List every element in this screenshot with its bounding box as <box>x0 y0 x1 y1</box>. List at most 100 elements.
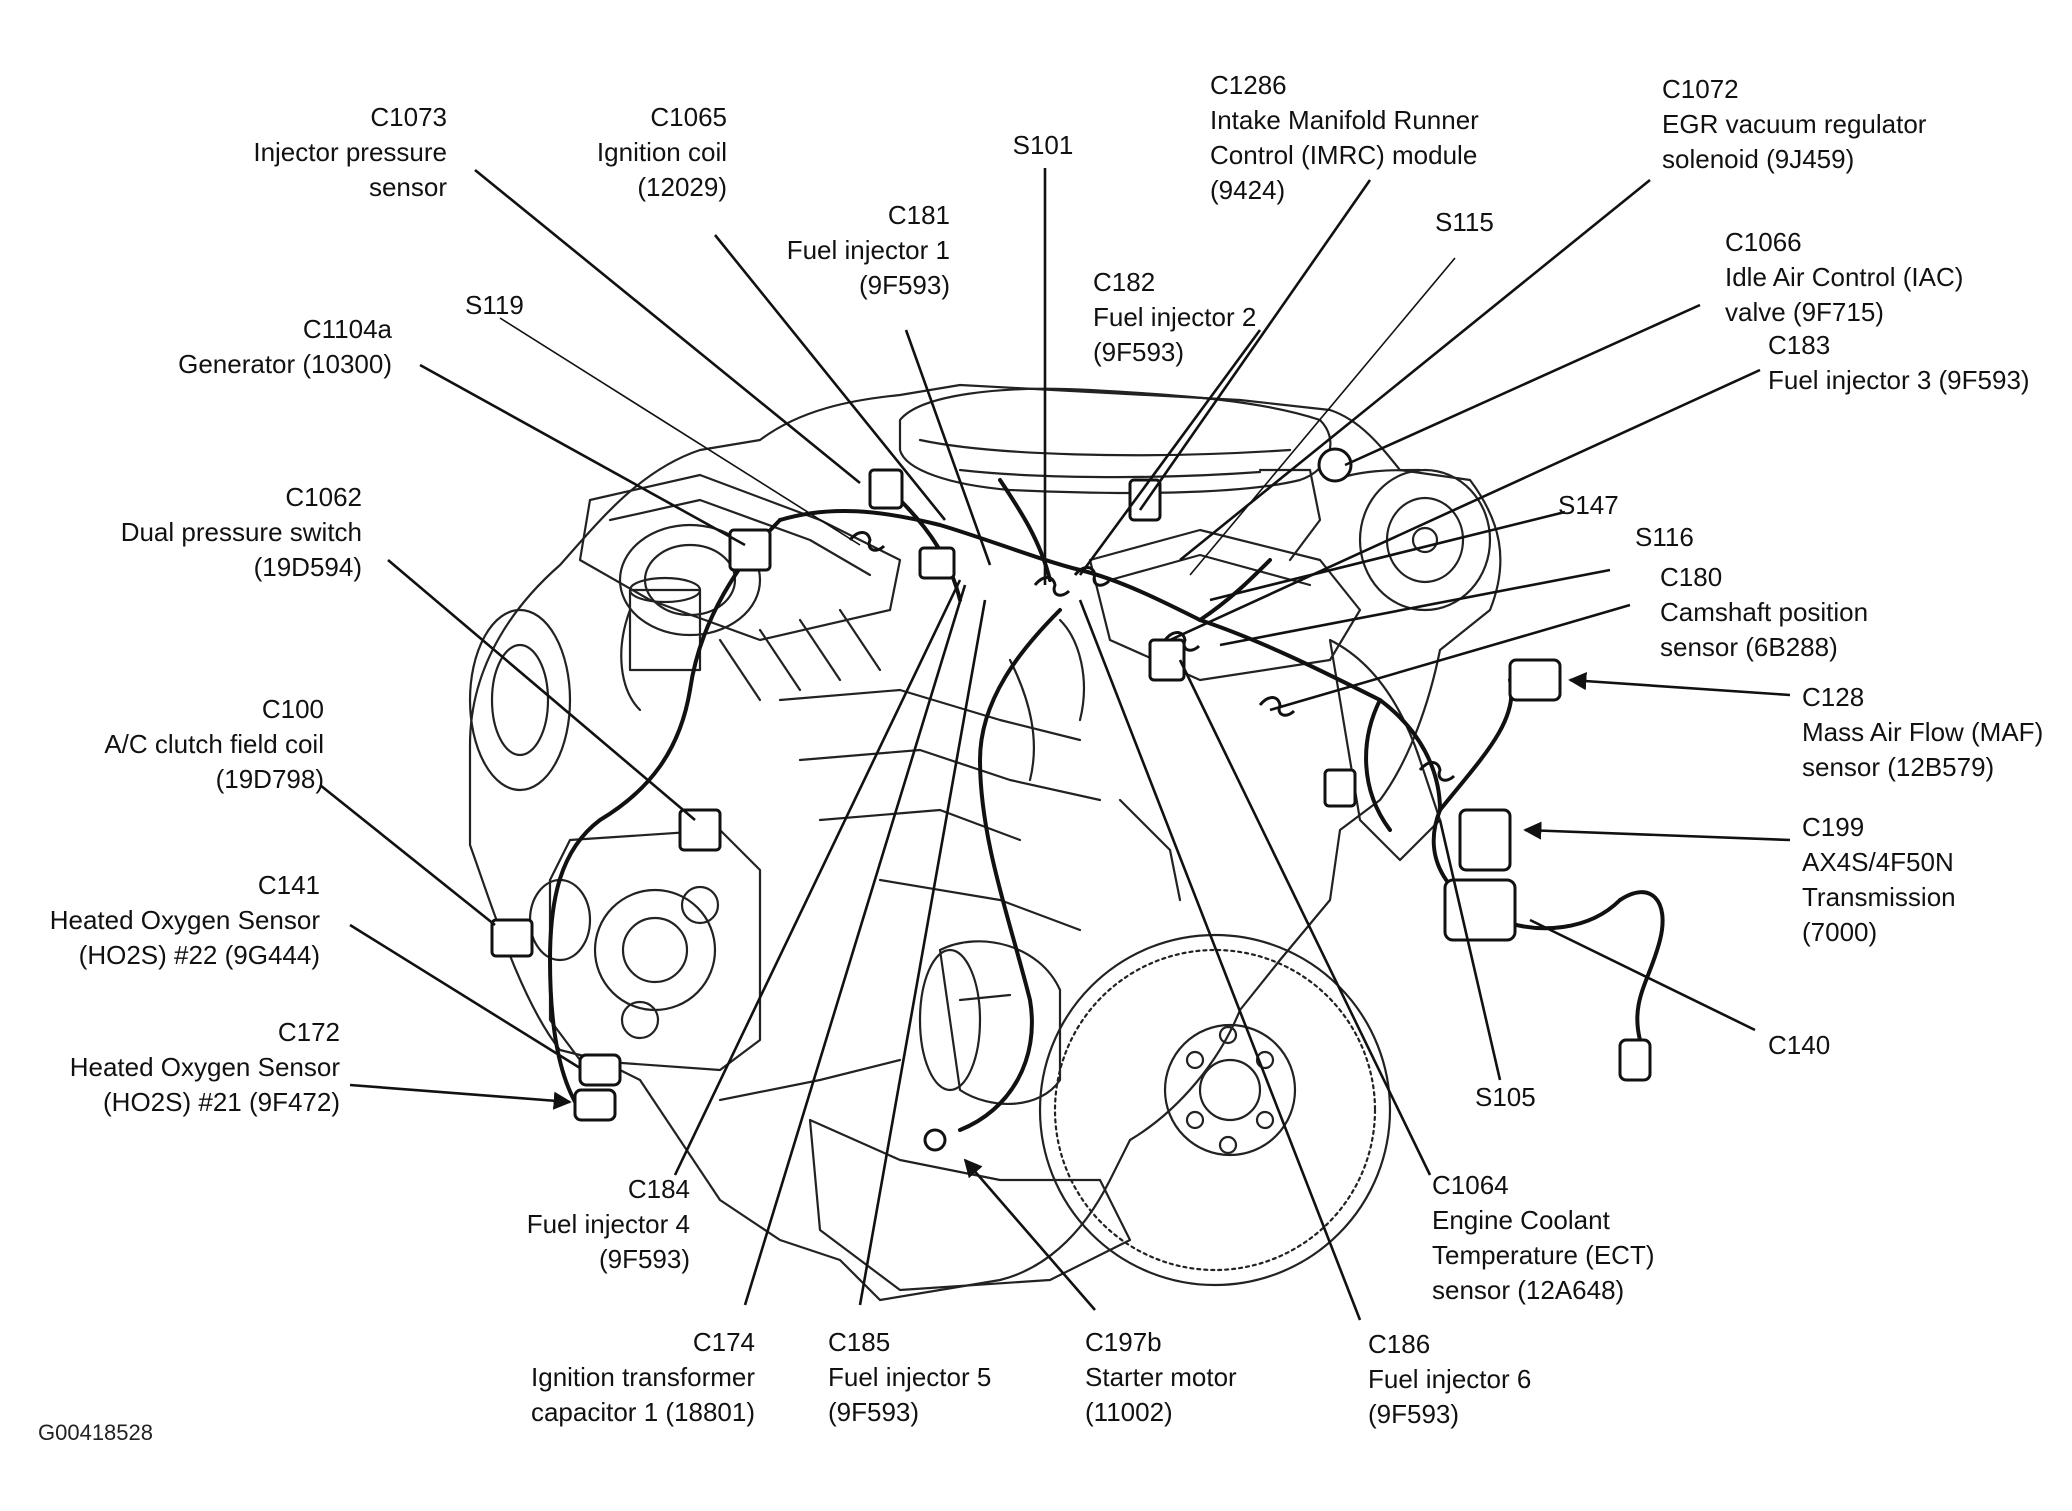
callout-c1066-line2: valve (9F715) <box>1725 297 1884 327</box>
callout-c197b: C197b Starter motor (11002) <box>1085 1325 1237 1430</box>
callout-c180: C180 Camshaft position sensor (6B288) <box>1660 560 1868 665</box>
callout-c1073: C1073 Injector pressure sensor <box>253 100 447 205</box>
callout-c1064-line1: Engine Coolant <box>1432 1205 1610 1235</box>
callout-c100-line2: (19D798) <box>215 764 324 794</box>
engine-illustration <box>468 383 1665 1302</box>
callout-c182-code: C182 <box>1093 267 1156 297</box>
callout-c141-line2: (HO2S) #22 (9G444) <box>78 940 320 970</box>
callout-c1286-line3: (9424) <box>1210 175 1286 205</box>
callout-c1066: C1066 Idle Air Control (IAC) valve (9F71… <box>1725 225 1963 330</box>
callout-c1286-line2: Control (IMRC) module <box>1210 140 1478 170</box>
callout-c128-line2: sensor (12B579) <box>1802 752 1995 782</box>
callout-s147-code: S147 <box>1558 490 1619 520</box>
callout-c1065-line1: Ignition coil <box>596 137 727 167</box>
callout-c199-line3: (7000) <box>1802 917 1878 947</box>
leader-lines <box>319 168 1791 1321</box>
callout-c1072: C1072 EGR vacuum regulator solenoid (9J4… <box>1662 72 1926 177</box>
callout-c181-line2: (9F593) <box>858 270 950 300</box>
callout-c197b-line2: (11002) <box>1085 1397 1173 1427</box>
callout-c183: C183 Fuel injector 3 (9F593) <box>1768 328 2030 398</box>
callout-c1072-line2: solenoid (9J459) <box>1662 144 1855 174</box>
callout-c186: C186 Fuel injector 6 (9F593) <box>1368 1327 1531 1432</box>
callout-c1286-code: C1286 <box>1210 70 1287 100</box>
figure-id: G00418528 <box>38 1420 153 1445</box>
callout-c1062: C1062 Dual pressure switch (19D594) <box>121 480 362 585</box>
callout-c172-code: C172 <box>277 1017 340 1047</box>
callout-c1062-line1: Dual pressure switch <box>120 517 362 547</box>
callout-c184-code: C184 <box>627 1174 690 1204</box>
callout-c184: C184 Fuel injector 4 (9F593) <box>527 1172 690 1277</box>
callout-c182: C182 Fuel injector 2 (9F593) <box>1093 265 1256 370</box>
callout-c1073-line1: Injector pressure <box>253 137 447 167</box>
callout-c197b-line1: Starter motor <box>1085 1362 1237 1392</box>
callout-c172-line1: Heated Oxygen Sensor <box>69 1052 340 1082</box>
callout-c199-code: C199 <box>1802 812 1865 842</box>
callout-c1065-code: C1065 <box>650 102 727 132</box>
callout-c1073-line2: sensor <box>368 172 447 202</box>
callout-s147: S147 <box>1558 488 1619 523</box>
callout-c199: C199 AX4S/4F50N Transmission (7000) <box>1802 810 1956 950</box>
callout-c141: C141 Heated Oxygen Sensor (HO2S) #22 (9G… <box>50 868 320 973</box>
callout-s119: S119 <box>465 288 524 323</box>
callout-c180-line1: Camshaft position <box>1660 597 1869 627</box>
callout-c172-line2: (HO2S) #21 (9F472) <box>103 1087 340 1117</box>
callout-c182-line1: Fuel injector 2 <box>1093 302 1257 332</box>
callout-c185-line2: (9F593) <box>828 1397 920 1427</box>
callout-c183-line1: Fuel injector 3 (9F593) <box>1768 365 2030 395</box>
callout-c141-code: C141 <box>257 870 320 900</box>
callout-c128-line1: Mass Air Flow (MAF) <box>1802 717 2044 747</box>
callout-c1065: C1065 Ignition coil (12029) <box>597 100 727 205</box>
callout-c1064: C1064 Engine Coolant Temperature (ECT) s… <box>1432 1168 1655 1308</box>
callout-c197b-code: C197b <box>1085 1327 1162 1357</box>
callout-c1062-line2: (19D594) <box>253 552 362 582</box>
callout-s105: S105 <box>1475 1080 1536 1115</box>
callout-c140-code: C140 <box>1768 1030 1831 1060</box>
callout-c100-code: C100 <box>261 694 324 724</box>
splice-markers <box>848 531 1456 782</box>
callout-c1072-code: C1072 <box>1662 74 1739 104</box>
callout-c174-line2: capacitor 1 (18801) <box>530 1397 755 1427</box>
callout-c180-line2: sensor (6B288) <box>1660 632 1838 662</box>
callout-c199-line2: Transmission <box>1802 882 1956 912</box>
callout-c1064-line3: sensor (12A648) <box>1432 1275 1625 1305</box>
callout-s115: S115 <box>1435 205 1494 240</box>
callout-s105-code: S105 <box>1475 1082 1536 1112</box>
callout-c100: C100 A/C clutch field coil (19D798) <box>104 692 324 797</box>
callout-c172: C172 Heated Oxygen Sensor (HO2S) #21 (9F… <box>70 1015 340 1120</box>
callout-c181-line1: Fuel injector 1 <box>786 235 950 265</box>
callout-c1286-line1: Intake Manifold Runner <box>1210 105 1479 135</box>
callout-c181-code: C181 <box>887 200 950 230</box>
callout-c1104a-code: C1104a <box>302 314 392 344</box>
callout-c185: C185 Fuel injector 5 (9F593) <box>828 1325 991 1430</box>
callout-c1104a: C1104a Generator (10300) <box>178 312 392 382</box>
callout-c174-line1: Ignition transformer <box>531 1362 755 1392</box>
callout-c186-line1: Fuel injector 6 <box>1368 1364 1532 1394</box>
callout-c186-code: C186 <box>1368 1329 1431 1359</box>
callout-s115-code: S115 <box>1435 207 1494 237</box>
callout-c1066-code: C1066 <box>1725 227 1802 257</box>
callout-c182-line2: (9F593) <box>1093 337 1185 367</box>
callout-c185-line1: Fuel injector 5 <box>828 1362 992 1392</box>
callout-c141-line1: Heated Oxygen Sensor <box>49 905 320 935</box>
callout-c199-line1: AX4S/4F50N <box>1802 847 1954 877</box>
callout-c185-code: C185 <box>828 1327 891 1357</box>
callout-s116-code: S116 <box>1635 522 1694 552</box>
callout-c174-code: C174 <box>692 1327 755 1357</box>
callout-s101: S101 <box>1003 128 1083 163</box>
callout-c181: C181 Fuel injector 1 (9F593) <box>787 198 950 303</box>
callout-c1064-code: C1064 <box>1432 1170 1509 1200</box>
callout-c1072-line1: EGR vacuum regulator <box>1662 109 1927 139</box>
callout-c1066-line1: Idle Air Control (IAC) <box>1725 262 1964 292</box>
callout-c183-code: C183 <box>1768 330 1831 360</box>
callout-c180-code: C180 <box>1660 562 1723 592</box>
callout-c1065-line2: (12029) <box>637 172 727 202</box>
callout-c1104a-line1: Generator (10300) <box>178 349 392 379</box>
callout-c1073-code: C1073 <box>370 102 447 132</box>
callout-c128: C128 Mass Air Flow (MAF) sensor (12B579) <box>1802 680 2043 785</box>
callout-s119-code: S119 <box>465 290 524 320</box>
callout-c1286: C1286 Intake Manifold Runner Control (IM… <box>1210 68 1479 208</box>
callout-c100-line1: A/C clutch field coil <box>104 729 324 759</box>
callout-c186-line2: (9F593) <box>1368 1399 1460 1429</box>
callout-c128-code: C128 <box>1802 682 1865 712</box>
